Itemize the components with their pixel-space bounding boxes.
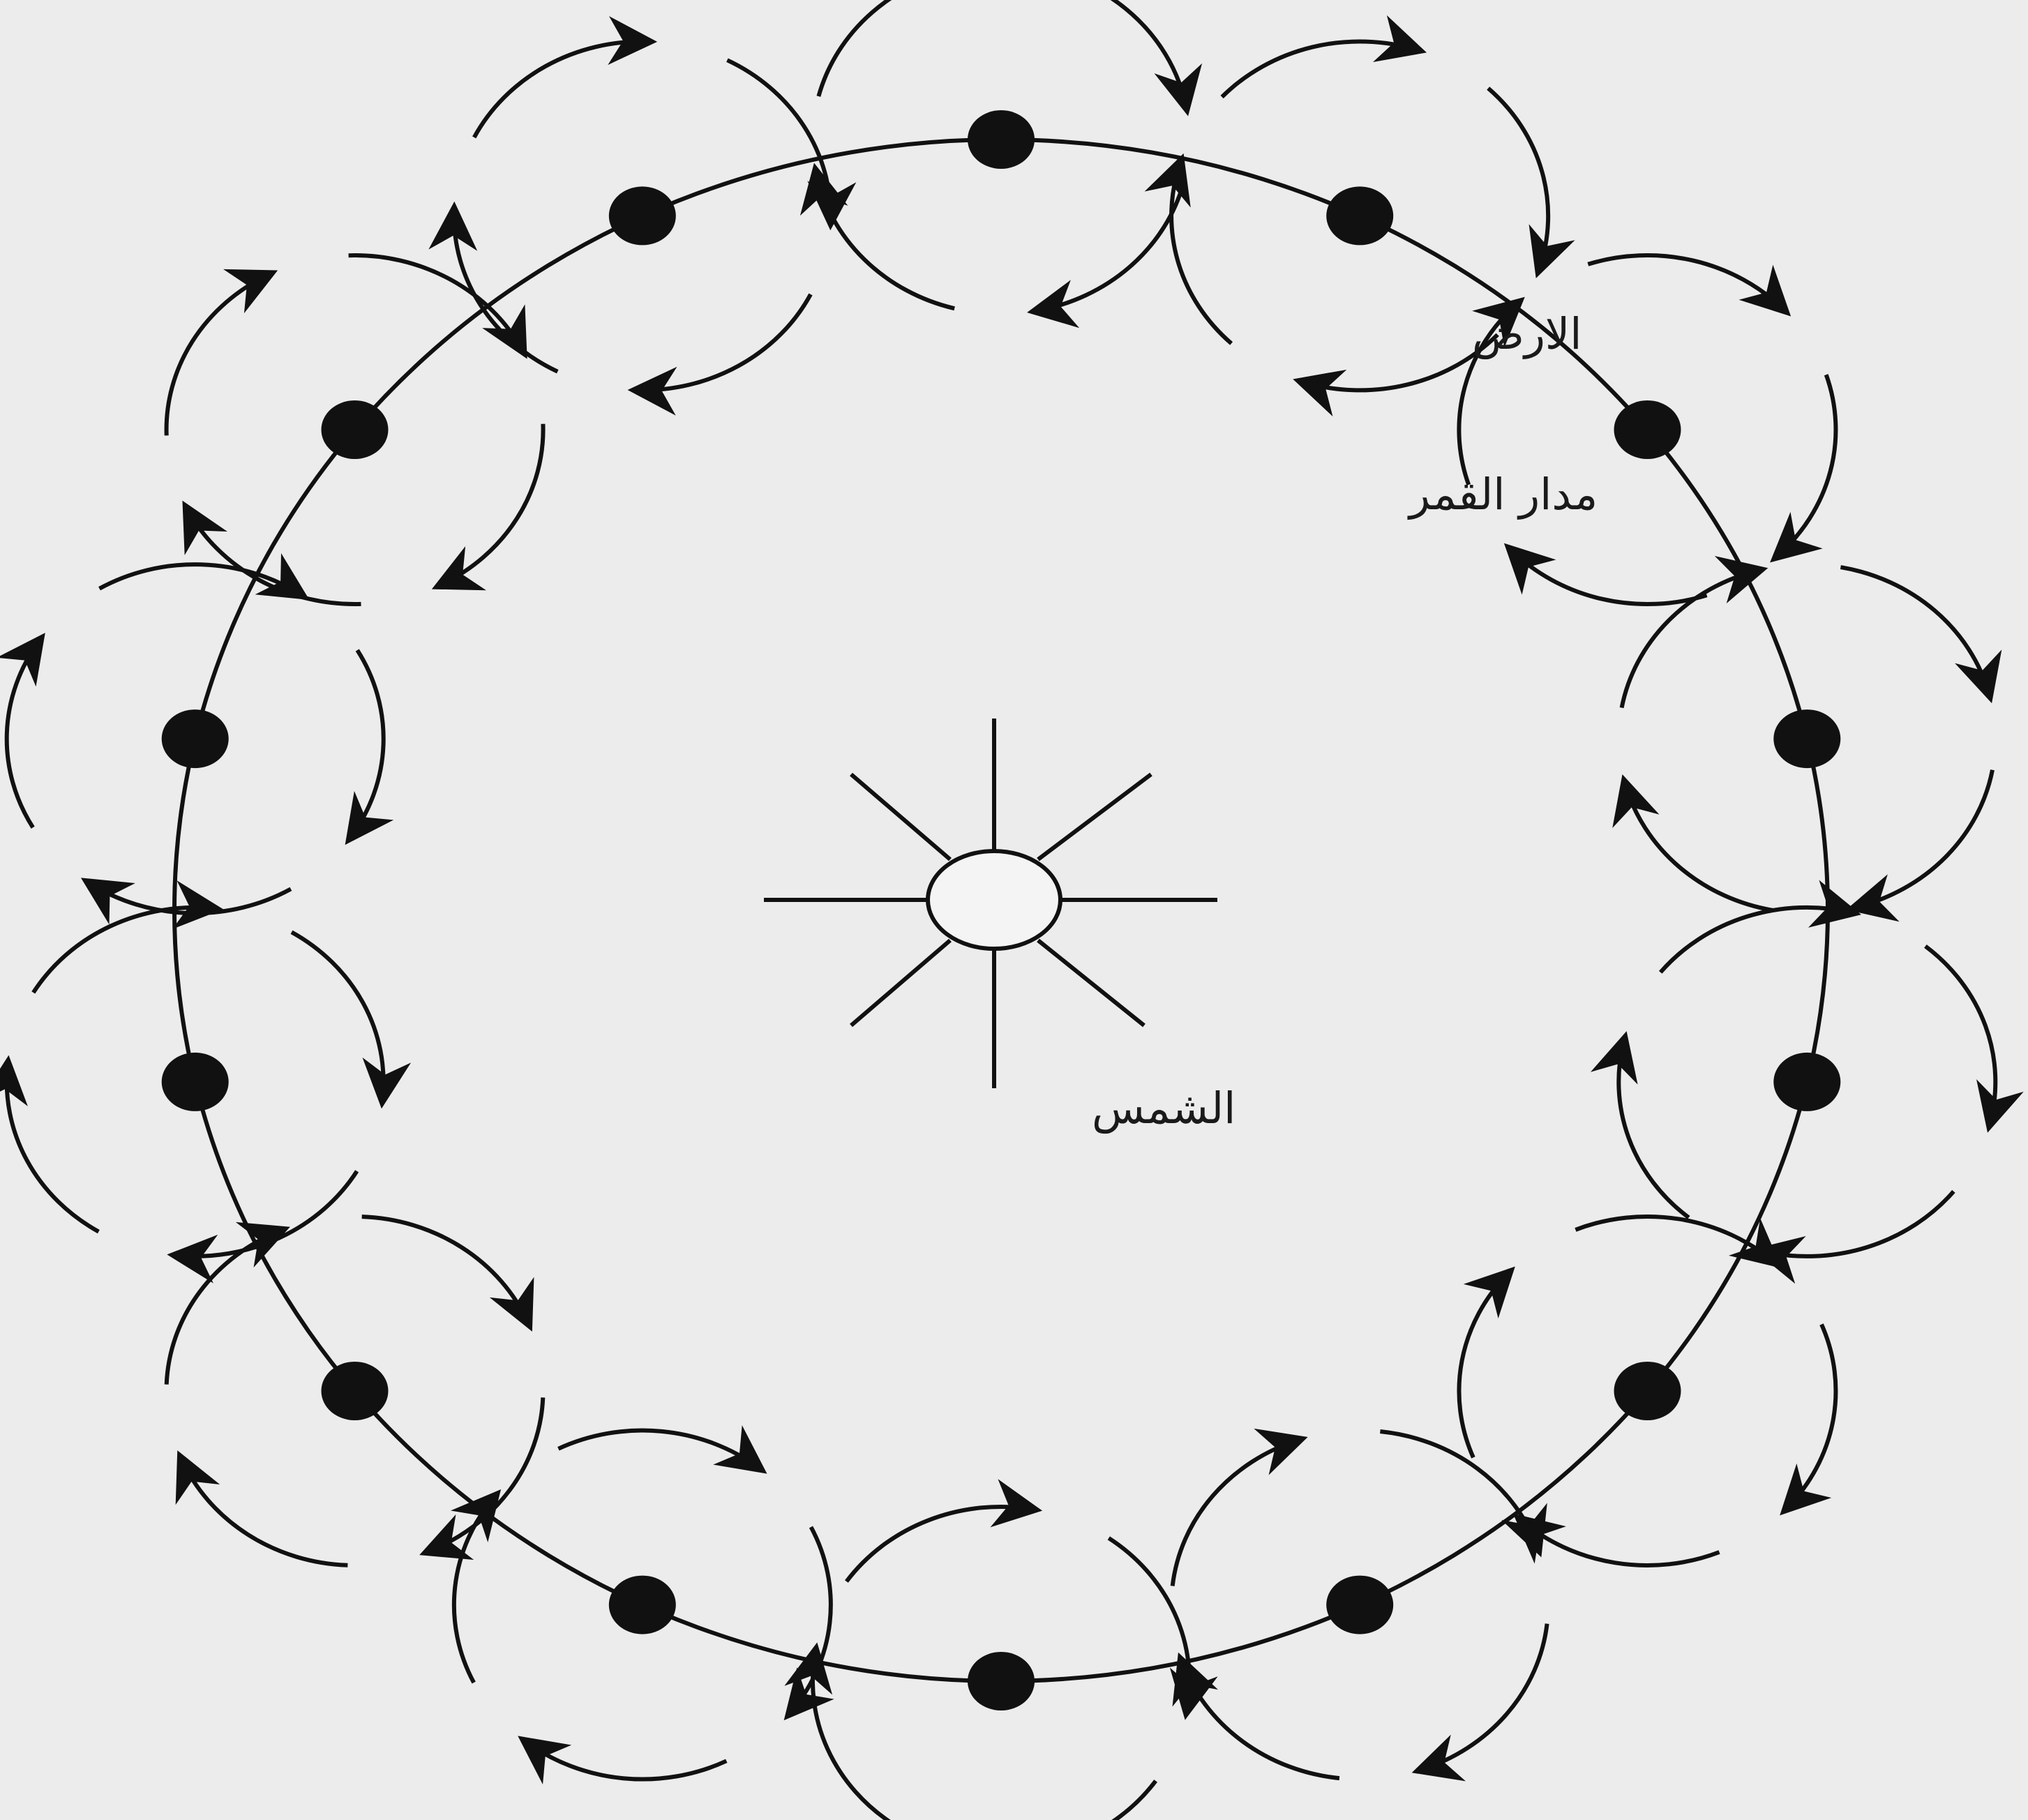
moon-orbit-arrow: [558, 1431, 759, 1468]
earth-dot: [162, 709, 229, 768]
moon-orbit-arrow: [526, 1742, 727, 1780]
moon-orbit-arrow: [1037, 183, 1184, 311]
sun-label: الشمس: [1092, 1083, 1235, 1134]
moon-orbit-arrow: [790, 1527, 831, 1713]
moon-orbit-arrow: [1488, 89, 1548, 269]
moon-orbit-arrow: [1840, 567, 1989, 694]
moon-orbit-arrow: [474, 41, 647, 137]
moon-orbit-arrow: [1459, 1274, 1508, 1458]
earth-dot: [1326, 186, 1393, 245]
moon-orbit-arrow: [638, 294, 811, 390]
earth-dot: [1326, 1576, 1393, 1634]
moon-orbit-arrow: [1925, 946, 1995, 1123]
moon-orbit-arrow: [1173, 1440, 1299, 1586]
moon-orbit-arrow: [818, 0, 966, 96]
moon-orbit-arrow: [100, 564, 301, 594]
moon-orbit-arrow: [7, 640, 40, 827]
moon-orbit-arrow: [181, 1459, 347, 1565]
moon-orbit-arrow: [1182, 1662, 1339, 1778]
moon-orbit-arrow: [1380, 1431, 1538, 1548]
moon-orbit-arrow: [167, 275, 269, 436]
moon-orbit-arrow: [1856, 770, 1992, 908]
moon-orbit-arrow: [1521, 1520, 1720, 1565]
moon-orbit-arrow: [292, 932, 384, 1099]
moon-orbit-arrow: [1787, 1325, 1835, 1509]
moon-orbit-arrow: [1222, 41, 1418, 97]
moon-orbit-arrow: [351, 650, 384, 837]
earth-label: الارض: [1472, 308, 1582, 359]
moon-orbit-arrow: [813, 1652, 894, 1820]
earth-dot: [322, 400, 389, 459]
moon-orbit-arrow: [33, 908, 213, 993]
earth-dot: [609, 186, 676, 245]
moon-orbit-label: مدار القمر: [1407, 469, 1598, 520]
moon-orbit-arrow: [428, 1397, 543, 1551]
earth-dot: [968, 110, 1035, 169]
sun: [764, 719, 1217, 1088]
earth-dot: [162, 1053, 229, 1111]
earth-dot: [968, 1652, 1035, 1710]
moon-orbit-arrow: [1421, 1624, 1547, 1770]
earth-dot: [1614, 400, 1681, 459]
moon-orbit-arrow: [1778, 375, 1836, 556]
earth-dot: [1773, 1053, 1840, 1111]
moon-orbit-arrow: [1588, 255, 1784, 310]
moon-orbit-arrow: [1048, 0, 1186, 107]
earth-dot: [609, 1576, 676, 1634]
moon-orbit-arrow: [1625, 784, 1773, 911]
moon-orbit-arrow: [7, 1065, 99, 1232]
moon-orbit-arrow: [176, 1171, 356, 1256]
sun-disc: [928, 851, 1060, 949]
moon-orbit-arrow: [441, 424, 543, 585]
moon-orbit-arrow: [727, 60, 830, 220]
moon-orbit-arrow: [187, 509, 361, 604]
moon-orbit-arrow: [349, 255, 523, 350]
moon-orbit-arrow: [1511, 550, 1707, 604]
earth-dot: [1773, 709, 1840, 768]
moon-orbit-arrow: [970, 1781, 1156, 1820]
moon-orbit-arrow: [846, 1507, 1032, 1581]
moon-orbit-arrow: [1622, 571, 1759, 708]
moon-orbit-arrow: [1618, 1041, 1688, 1218]
moon-orbit-arrow: [1660, 908, 1852, 972]
moon-orbit-arrow: [1575, 1217, 1774, 1262]
earth-dot: [1614, 1362, 1681, 1420]
earth-dot: [322, 1362, 389, 1420]
moon-orbit-arrow: [362, 1217, 528, 1323]
moon-orbit-arrow: [1762, 1191, 1953, 1256]
moon-orbit-arrow: [816, 172, 954, 308]
